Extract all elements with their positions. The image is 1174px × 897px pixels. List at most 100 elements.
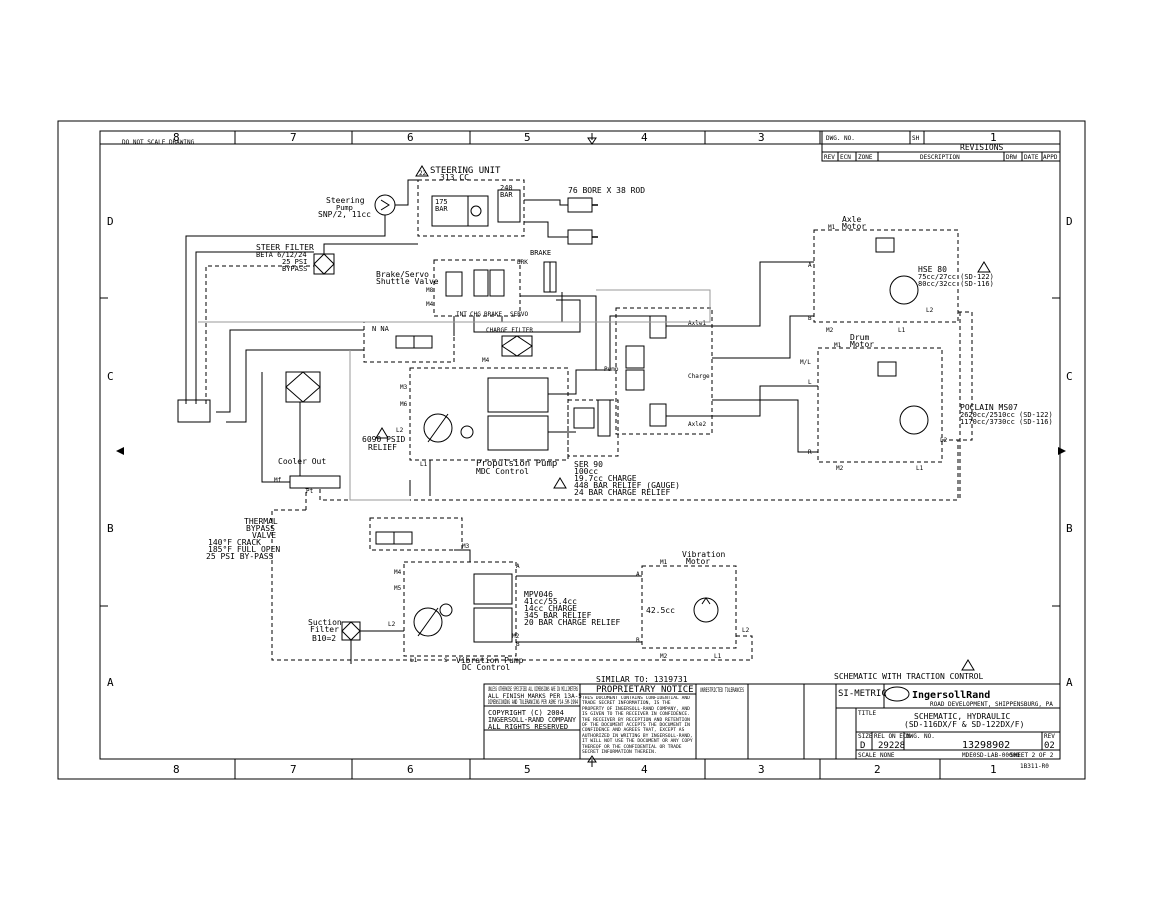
right-center-arrow: [1058, 447, 1066, 455]
ser90-spec4: 448 BAR RELIEF (GAUGE): [574, 481, 680, 490]
vibration-motor-label: Vibration: [682, 550, 726, 559]
tb-rev-label: REV: [1044, 733, 1055, 740]
thermal-bypass-valve: THERMAL BYPASS VALVE 140°F CRACK 185°F F…: [206, 517, 280, 561]
do-not-scale-note: DO NOT SCALE DRAWING: [122, 139, 195, 146]
tandem-manifold: Axle1 Charge Axle2 Pump: [567, 307, 713, 457]
brake-port: BRK: [517, 259, 528, 266]
tb-form-no: 1B311-R0: [1020, 763, 1049, 770]
top-column-zones: 8 7 6 5 4 3 1: [100, 131, 997, 145]
vibration-motor: Vibration Motor M1 A B M2 L1 L2 42.5cc: [636, 550, 750, 660]
tb-title-2: (SD-116DX/F & SD-122DX/F): [904, 720, 1024, 729]
brake-port-int: INT: [456, 311, 467, 318]
tb-proprietary-text-box: THIS DOCUMENT CONTAINS CONFIDENTIAL AND …: [582, 696, 693, 756]
bottom-col-label-1: 1: [990, 763, 997, 776]
cooler-port-mf: Mf: [274, 477, 282, 484]
drum-motor-label: Drum: [850, 333, 869, 342]
steer-filter: STEER FILTER BETA 6/12/24 25 PSI BYPASS: [256, 243, 335, 275]
drum-port-l1: L1: [916, 465, 924, 472]
vib-port-l2: L2: [388, 621, 396, 628]
steering-relief-1-unit: BAR: [435, 205, 448, 213]
thermal-line4: 140°F CRACK: [208, 538, 261, 547]
drum-port-l: L: [808, 379, 812, 386]
prop-port-m3: M3: [400, 384, 408, 391]
rev-col-ecn: ECN: [840, 154, 851, 161]
title-block: UNLESS OTHERWISE SPECIFIED ALL DIMENSION…: [483, 683, 1061, 770]
rev-col-rev: REV: [824, 154, 835, 161]
vib-pump-spec2: 41cc/55.4cc: [524, 597, 577, 606]
tb-size-label: SIZE: [858, 733, 873, 740]
charge-filter-icon: [501, 335, 533, 357]
tb-copyright: COPYRIGHT (C) 2004: [488, 709, 564, 717]
left-center-arrow: [116, 447, 124, 455]
axle-motor-label: Axle: [842, 215, 861, 224]
rev-col-appd: APPD: [1043, 154, 1058, 161]
suction-filter-spec: B10=2: [312, 634, 336, 643]
tb-company: IngersollRand: [912, 690, 990, 701]
bottom-col-label-2: 2: [874, 763, 881, 776]
steering-relief-1: 175: [435, 198, 448, 206]
tb-rights: ALL RIGHTS RESERVED: [488, 723, 568, 731]
tb-tolerances: UNRESTRICTED TOLERANCES: [700, 687, 744, 694]
propulsion-pump-label: Propulsion Pump: [476, 459, 557, 469]
tb-title-label: TITLE: [858, 710, 876, 717]
tb-scale: NONE: [880, 752, 895, 759]
row-label-b-right: B: [1066, 522, 1073, 535]
vib-port-b: B: [516, 641, 520, 648]
series90-spec: SER 90 100cc 19.7cc CHARGE 448 BAR RELIE…: [553, 460, 680, 497]
tandem-label-axle1: Axle1: [688, 320, 706, 327]
row-label-d-right: D: [1066, 215, 1073, 228]
rev-triangle-relief-icon: [375, 427, 389, 439]
brake: BRAKE BRK: [517, 249, 557, 293]
col-label-4: 4: [641, 131, 648, 144]
col-label-3: 3: [758, 131, 765, 144]
tb-notes-header: UNLESS OTHERWISE SPECIFIED ALL DIMENSION…: [488, 686, 578, 693]
revisions-sh-label: SH: [912, 135, 920, 142]
tb-dwg-no: 13298902: [962, 740, 1010, 751]
drum-motor-spec3: 1170cc/3730cc (SD-116): [960, 418, 1053, 426]
tb-metric: SI-METRIC: [838, 689, 887, 699]
charge-filter-label: CHARGE FILTER: [486, 327, 533, 334]
bottom-col-label-5: 5: [524, 763, 531, 776]
drum-motor-icon: [899, 405, 929, 435]
drum-motor-spec2: 2620cc/2510cc (SD-122): [960, 411, 1053, 419]
axle-port-l1: L1: [898, 327, 906, 334]
tb-proprietary-text: THIS DOCUMENT CONTAINS CONFIDENTIAL AND …: [582, 696, 693, 756]
brake-port-servo: SERVO: [510, 311, 528, 318]
vibration-motor-icon: [693, 597, 719, 623]
col-label-1: 1: [990, 131, 997, 144]
tb-sheet: SHEET 2 OF 2: [1010, 752, 1054, 759]
steering-pump-size: SNP/2, 11cc: [318, 210, 371, 219]
rev-col-zone: ZONE: [858, 154, 873, 161]
tb-location: ROAD DEVELOPMENT, SHIPPENSBURG, PA: [930, 701, 1053, 708]
propulsion-na: N NA: [372, 325, 390, 333]
cooler-section: Cooler Out Mf Pt: [177, 371, 341, 495]
rev-triangle-note-icon: [961, 659, 975, 671]
row-zones: D C B A D C B A: [100, 215, 1073, 689]
axle-port-m2: M2: [826, 327, 834, 334]
vib-motor-m2: M2: [660, 653, 668, 660]
axle-motor-icon: [889, 275, 919, 305]
vib-motor-l2: L2: [742, 627, 750, 634]
revisions-dwg-no-label: DWG. NO.: [826, 135, 855, 142]
tb-notes-line2: ALL FINISH MARKS PER 13A-5: [488, 693, 582, 700]
vib-port-m2: M2: [512, 633, 520, 640]
tb-rel-ecn: 29228: [878, 741, 905, 751]
cooler-port-pt: Pt: [306, 488, 314, 495]
suction-filter-icon: [341, 621, 361, 641]
vib-port-m5: M5: [394, 585, 402, 592]
brake-port-brake: BRAKE: [484, 311, 502, 318]
steering-relief-2-unit: BAR: [500, 191, 513, 199]
vib-pump-spec4: 345 BAR RELIEF: [524, 611, 592, 620]
drum-port-ml: M/L: [800, 359, 811, 366]
vibration-pump-label2: DC Control: [462, 663, 510, 672]
brake-port-m4: M4: [426, 301, 434, 308]
vibration-motor-label2: Motor: [686, 557, 710, 566]
prop-port-m4: M4: [482, 357, 490, 364]
steer-filter-bypass: 25 PSI: [282, 258, 307, 266]
steering-pump: Steering Pump SNP/2, 11cc: [318, 194, 396, 219]
brake-port-m8: M8: [426, 287, 434, 294]
row-label-b-left: B: [107, 522, 114, 535]
brake-port-chg: CHG: [470, 311, 481, 318]
steering-cylinder: 76 BORE X 38 ROD: [567, 186, 645, 245]
vib-motor-l1: L1: [714, 653, 722, 660]
